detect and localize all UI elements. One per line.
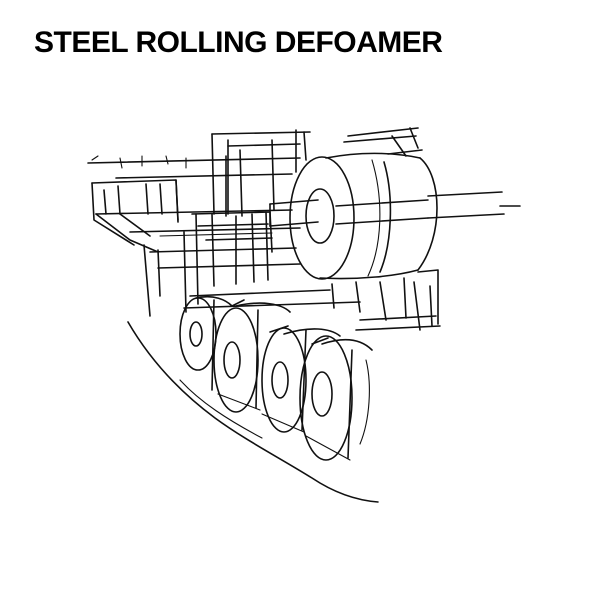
wheel-4 xyxy=(299,335,373,461)
wheel-2 xyxy=(213,299,291,413)
mill-frame xyxy=(87,129,311,317)
wheel-1 xyxy=(179,295,233,371)
carriage-chassis xyxy=(183,277,407,321)
ground-line xyxy=(127,321,379,503)
page-title: STEEL ROLLING DEFOAMER xyxy=(34,26,443,59)
steel-coil xyxy=(289,152,438,280)
right-support-frame xyxy=(343,127,521,331)
wheel-frame xyxy=(211,299,353,461)
wheel-3 xyxy=(261,325,341,433)
coil-axle xyxy=(269,199,429,227)
